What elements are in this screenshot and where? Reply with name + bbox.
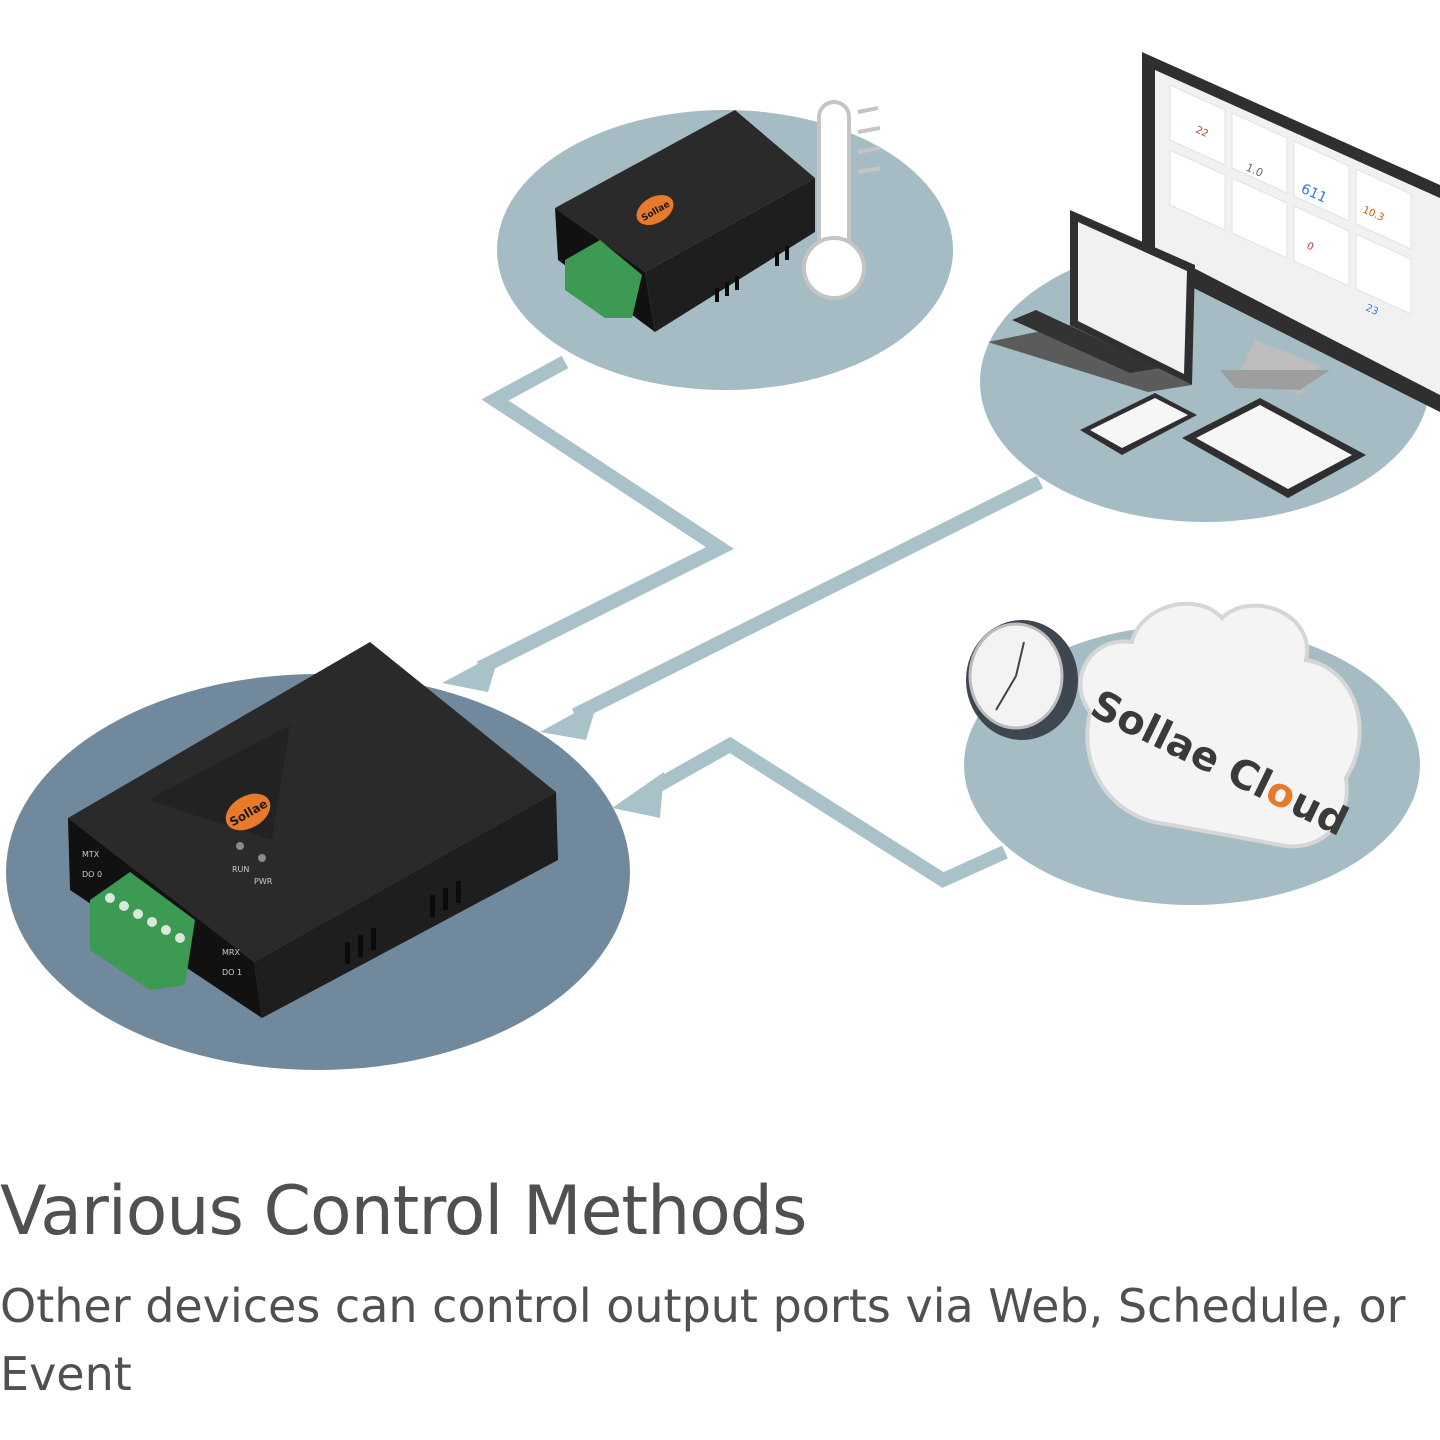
laptop-base xyxy=(988,325,1192,392)
dashboard-reading: 0 xyxy=(1305,241,1315,254)
cloud-arrow-head xyxy=(612,772,664,818)
vent-slot xyxy=(725,282,729,296)
main-device: Sollae RUN PWR MTX DO 0 MRX DO 1 xyxy=(68,642,558,1018)
terminal-screw xyxy=(175,933,185,943)
laptop-device xyxy=(988,210,1195,392)
vent-slot xyxy=(443,888,448,910)
headline: Various Control Methods xyxy=(0,1172,807,1251)
connection-lines xyxy=(476,355,1044,888)
vent-slot xyxy=(456,881,461,903)
clock-minute-hand xyxy=(995,675,1017,711)
main-device-vents xyxy=(345,881,461,964)
monitor-stand-base xyxy=(1220,370,1330,390)
thermometer-tick xyxy=(857,106,879,114)
vent-slot xyxy=(345,942,350,964)
thermometer-tick xyxy=(857,126,881,134)
clock-hour-hand xyxy=(1015,641,1025,677)
thermometer-tick xyxy=(857,166,881,174)
cloud-link-line xyxy=(646,736,1008,888)
web-link-line xyxy=(571,475,1044,722)
mrx-port-label: MRX xyxy=(222,948,240,957)
pwr-led-label: PWR xyxy=(254,877,273,886)
dashboard-tile xyxy=(1355,233,1412,315)
dashboard-tile xyxy=(1293,140,1350,222)
vent-slot xyxy=(715,288,719,302)
sensor-device-top xyxy=(555,110,815,272)
thermometer-icon xyxy=(802,100,881,300)
cloud-shape xyxy=(1078,601,1362,849)
arrow-heads xyxy=(442,652,664,818)
pwr-led xyxy=(258,854,266,862)
subline: Other devices can control output ports v… xyxy=(0,1279,1406,1401)
sensor-link-line xyxy=(476,355,734,675)
dashboard-tile xyxy=(1231,112,1288,194)
dashboard-tile xyxy=(1169,84,1226,166)
main-device-top xyxy=(68,642,556,962)
sensor-device-right-side xyxy=(645,178,815,332)
dashboard-tile xyxy=(1169,149,1226,231)
main-device-right-side xyxy=(254,792,558,1018)
mobile-devices xyxy=(1080,393,1366,498)
terminal-screw xyxy=(133,909,143,919)
vent-slot xyxy=(358,935,363,957)
control-diagram: Sollae RUN PWR MTX DO 0 MRX DO 1 xyxy=(6,52,1440,1070)
vent-slot xyxy=(430,895,435,917)
terminal-screw xyxy=(147,917,157,927)
dashboard-tile xyxy=(1231,177,1288,259)
monitor-device: 22 1.0 611 10.3 0 23 xyxy=(1142,52,1440,412)
terminal-screw xyxy=(105,893,115,903)
terminal-screw xyxy=(161,925,171,935)
vent-slot xyxy=(785,246,789,260)
dashboard-reading: 23 xyxy=(1364,303,1380,318)
tablet-screen xyxy=(1196,405,1352,489)
laptop-keyboard xyxy=(1012,310,1160,373)
thermometer-tick xyxy=(857,146,881,154)
dashboard-tiles xyxy=(1169,84,1412,315)
web-arrow-head xyxy=(540,700,598,740)
do0-port-label: DO 0 xyxy=(82,870,102,879)
laptop-screen xyxy=(1078,222,1187,374)
mtx-port-label: MTX xyxy=(82,850,100,859)
sensor-terminal-block xyxy=(565,240,642,318)
vent-slot xyxy=(775,252,779,266)
main-terminal-block xyxy=(90,872,195,990)
vent-slot xyxy=(371,928,376,950)
sensor-arrow-head xyxy=(442,652,500,692)
phone-screen xyxy=(1090,398,1188,448)
sollae-cloud-icon: Sollae Cloud xyxy=(1078,601,1362,849)
terminal-screw xyxy=(119,901,129,911)
dashboard-reading: 22 xyxy=(1194,125,1210,140)
run-led xyxy=(236,842,244,850)
main-device-logo-badge xyxy=(225,793,271,831)
thermometer-bulb xyxy=(802,236,866,300)
sensor-device: Sollae xyxy=(555,110,815,332)
do1-port-label: DO 1 xyxy=(222,968,242,977)
dashboard-tile xyxy=(1355,168,1412,250)
clock-icon xyxy=(966,620,1078,740)
run-led-label: RUN xyxy=(232,865,249,874)
sensor-device-vents xyxy=(715,246,789,302)
main-terminal-screws xyxy=(105,893,185,943)
dashboard-tile xyxy=(1293,205,1350,287)
vent-slot xyxy=(735,276,739,290)
sensor-device-logo-badge xyxy=(636,194,674,226)
